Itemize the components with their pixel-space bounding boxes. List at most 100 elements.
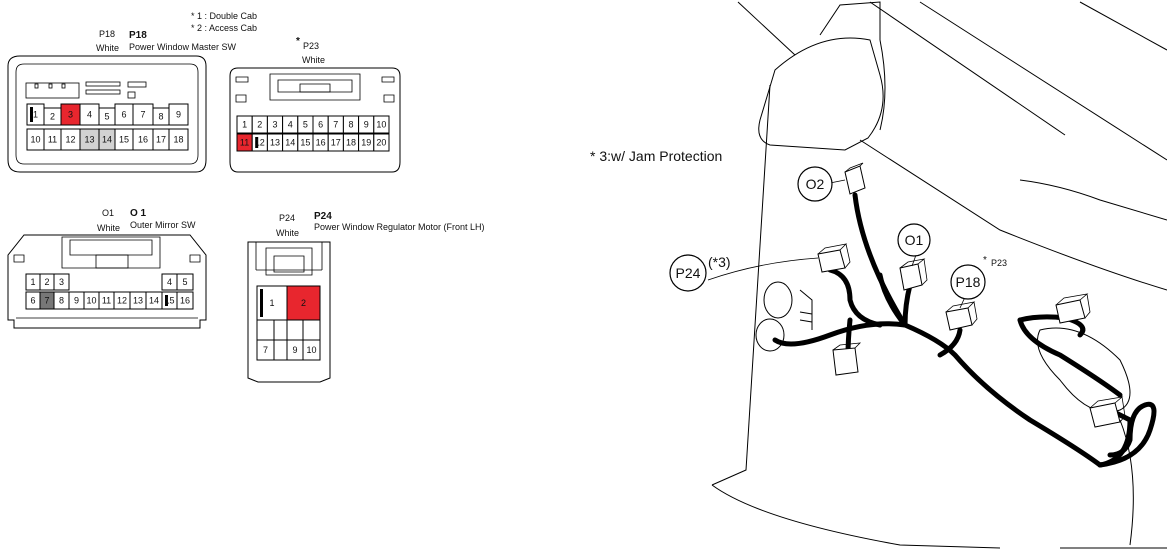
callout-p23-label: P23 [991,258,1007,268]
callout-p18-label: P18 [956,274,981,290]
p23-pin-9-label: 9 [364,120,369,130]
p23-pin-14-label: 14 [285,138,295,148]
p23-pin-6-label: 6 [318,120,323,130]
p23-pin-1-label: 1 [242,120,247,130]
p18-pin-1-marker [30,107,33,122]
o1-pin-7-label: 7 [44,296,49,306]
o1-pin-15-label: 15 [164,296,174,306]
p23-pin-10 [373,115,390,134]
o1-pin-10-label: 10 [86,296,96,306]
p18-pin-9-label: 9 [176,110,181,120]
p24-pin-2 [286,285,321,321]
p23-star: * [296,36,300,47]
p18-pin-16-label: 16 [138,135,148,145]
callout-p18: P18 [950,264,986,300]
p23-pin-2-label: 2 [257,120,262,130]
p18-pin-3-label: 3 [68,110,73,120]
p24-pin-1-marker [260,289,263,317]
o1-code: O 1 [130,208,147,219]
o1-pin-2-label: 2 [44,277,49,287]
p23-pin-17-label: 17 [331,138,341,148]
o1-pin-5-label: 5 [182,277,187,287]
p24-pin-7-label: 7 [263,345,268,355]
p18-pin-4-label: 4 [87,110,92,120]
p23-pin-7-label: 7 [333,120,338,130]
p24-empty-cavity [273,319,288,341]
p18-pin-9 [168,103,189,126]
p24-pin-9-label: 9 [292,345,297,355]
p23-color: White [302,55,325,65]
p23-pin-11-label: 11 [240,138,249,148]
p18-color: White [96,43,119,53]
p23-pin-3-label: 3 [272,120,277,130]
vehicle-outline [711,1,1167,549]
o1-pin-3 [53,273,70,291]
p18-code: P18 [129,30,147,41]
o1-pin-5 [176,273,194,291]
p24-code-small: P24 [279,213,295,223]
o1-pin-9-label: 9 [74,296,79,306]
p18-pin-5-label: 5 [104,112,109,122]
p24-empty-cavity [302,319,321,341]
p23-pin-20 [373,133,390,152]
p23-pin-16-label: 16 [316,138,326,148]
p18-pin-12-label: 12 [65,135,75,145]
o1-pin-13-label: 13 [133,296,143,306]
p24-empty-cavity [273,339,288,361]
p18-pin-14-label: 14 [102,135,112,145]
p24-empty-cavity [256,319,275,341]
p23-pin-5-label: 5 [303,120,308,130]
o1-color: White [97,223,120,233]
p23-pin-12-marker [255,137,259,148]
o1-pin-8-label: 8 [59,296,64,306]
note-double-cab: * 1 : Double Cab [191,11,257,21]
callout-p24: P24 [669,254,707,292]
callout-o1: O1 [897,223,931,257]
p24-connector: 1 2 7 9 10 [247,241,331,383]
p18-pin-17-label: 17 [156,135,166,145]
p24-pin-1-label: 1 [269,298,274,308]
p24-name: Power Window Regulator Motor (Front LH) [314,222,485,232]
callout-o2-label: O2 [806,176,825,192]
o1-pin-4-label: 4 [167,277,172,287]
p18-pin-7-label: 7 [140,110,145,120]
p18-pin-18-label: 18 [173,135,183,145]
o1-name: Outer Mirror SW [130,220,196,230]
o1-pin-15-marker [165,295,168,306]
p18-code-small: P18 [99,29,115,39]
p18-pin-1-label: 1 [33,110,38,120]
callout-p24-label: P24 [676,265,701,281]
p23-pin-4-label: 4 [288,120,293,130]
o1-pin-12-label: 12 [117,296,127,306]
p18-pin-6-label: 6 [121,110,126,120]
p23-pin-19-label: 19 [361,138,371,148]
p18-pin-2-label: 2 [50,112,55,122]
p18-name: Power Window Master SW [129,42,237,52]
p23-pin-8-label: 8 [348,120,353,130]
p18-pin-8-label: 8 [158,112,163,122]
p18-pin-10-label: 10 [30,135,40,145]
p23-pin-13-label: 13 [270,138,280,148]
p18-pin-15-label: 15 [119,135,129,145]
callout-p24-note: (*3) [708,254,731,270]
p18-pin-11-label: 11 [48,135,57,145]
p24-code: P24 [314,211,332,222]
p24-pin-10-label: 10 [306,345,316,355]
p18-pin-18 [168,128,189,151]
p23-pin-10-label: 10 [376,120,386,130]
p24-empty-cavity [286,319,304,341]
p24-pin-2-label: 2 [301,298,306,308]
p23-code: P23 [303,41,319,51]
callout-p23-star: * [983,255,987,266]
note-access-cab: * 2 : Access Cab [191,23,257,33]
p24-color: White [276,228,299,238]
o1-pin-6-label: 6 [30,296,35,306]
callout-o1-label: O1 [905,232,924,248]
note-jam-protection: * 3:w/ Jam Protection [590,148,722,164]
o1-pin-3-label: 3 [59,277,64,287]
p18-pin-13-label: 13 [84,135,94,145]
